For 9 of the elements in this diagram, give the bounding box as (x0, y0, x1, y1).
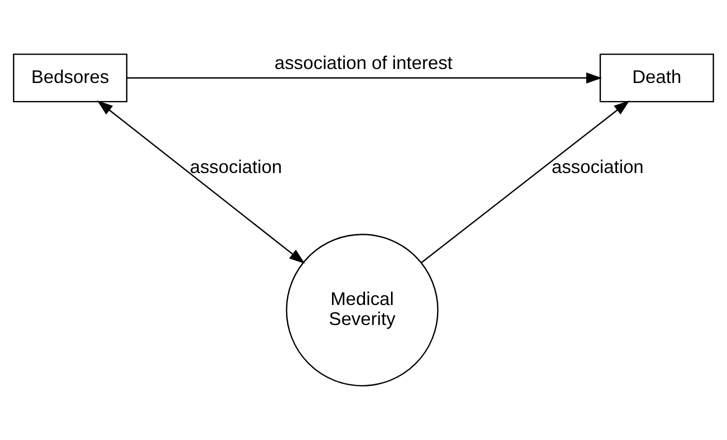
edge-label: association (552, 156, 644, 177)
arrow (421, 100, 630, 264)
arrow (97, 100, 305, 264)
arrow (126, 72, 602, 84)
node-box: Bedsores (12, 54, 128, 102)
edge-label: association (190, 156, 282, 177)
node-circle: Medical Severity (286, 234, 438, 386)
node-box: Death (600, 54, 714, 102)
edge-label: association of interest (274, 52, 453, 73)
